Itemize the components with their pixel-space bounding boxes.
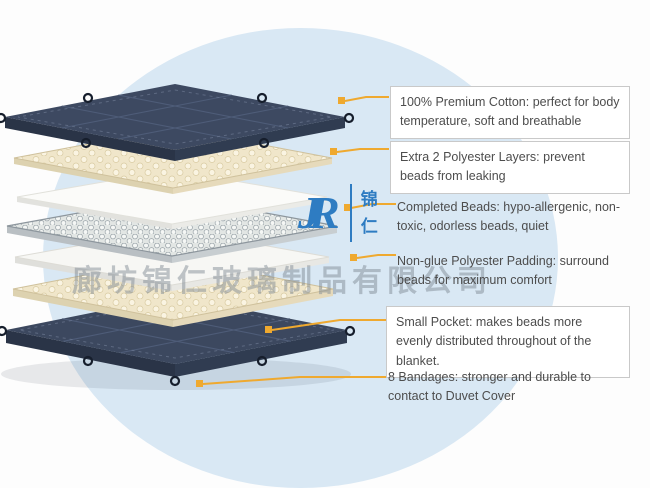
- company-watermark: 廊坊锦仁玻璃制品有限公司: [72, 265, 492, 298]
- callout-premium-cotton: 100% Premium Cotton: perfect for body te…: [390, 86, 630, 139]
- callout-polyester-layers: Extra 2 Polyester Layers: prevent beads …: [390, 141, 630, 194]
- layer-bottom-cover: [0, 296, 356, 387]
- callout-polyester-padding: Non-glue Polyester Padding: surround bea…: [397, 254, 609, 288]
- layer-padding-upper: [16, 169, 328, 229]
- connector-completed-beads: [350, 203, 396, 209]
- callout-markers: [196, 97, 357, 387]
- connector-small-pocket: [271, 319, 387, 331]
- logo-cn-char-1: 锦: [360, 189, 378, 209]
- layer-top-cover: [0, 84, 355, 161]
- callout-completed-beads: Completed Beads: hypo-allergenic, non-to…: [397, 200, 621, 234]
- brand-watermark-logo: J R 锦 仁: [298, 184, 378, 242]
- bandage-loops-bottom: [0, 325, 356, 387]
- bandage-loops-top: [0, 92, 355, 149]
- logo-letter-j: J: [298, 187, 321, 238]
- callout-connectors: [202, 96, 396, 385]
- connector-polyester-padding: [356, 254, 396, 259]
- connector-premium-cotton: [344, 96, 389, 102]
- logo-divider: [349, 184, 352, 242]
- connector-bandages: [202, 376, 386, 385]
- connector-polyester-layers: [336, 148, 389, 153]
- callout-small-pocket: Small Pocket: makes beads more evenly di…: [386, 306, 630, 379]
- logo-cn-char-2: 仁: [360, 217, 378, 236]
- logo-letter-r: R: [309, 187, 340, 238]
- logo-chinese-name: 锦 仁: [361, 186, 378, 240]
- callout-bandages: 8 Bandages: stronger and durable to cont…: [388, 370, 591, 404]
